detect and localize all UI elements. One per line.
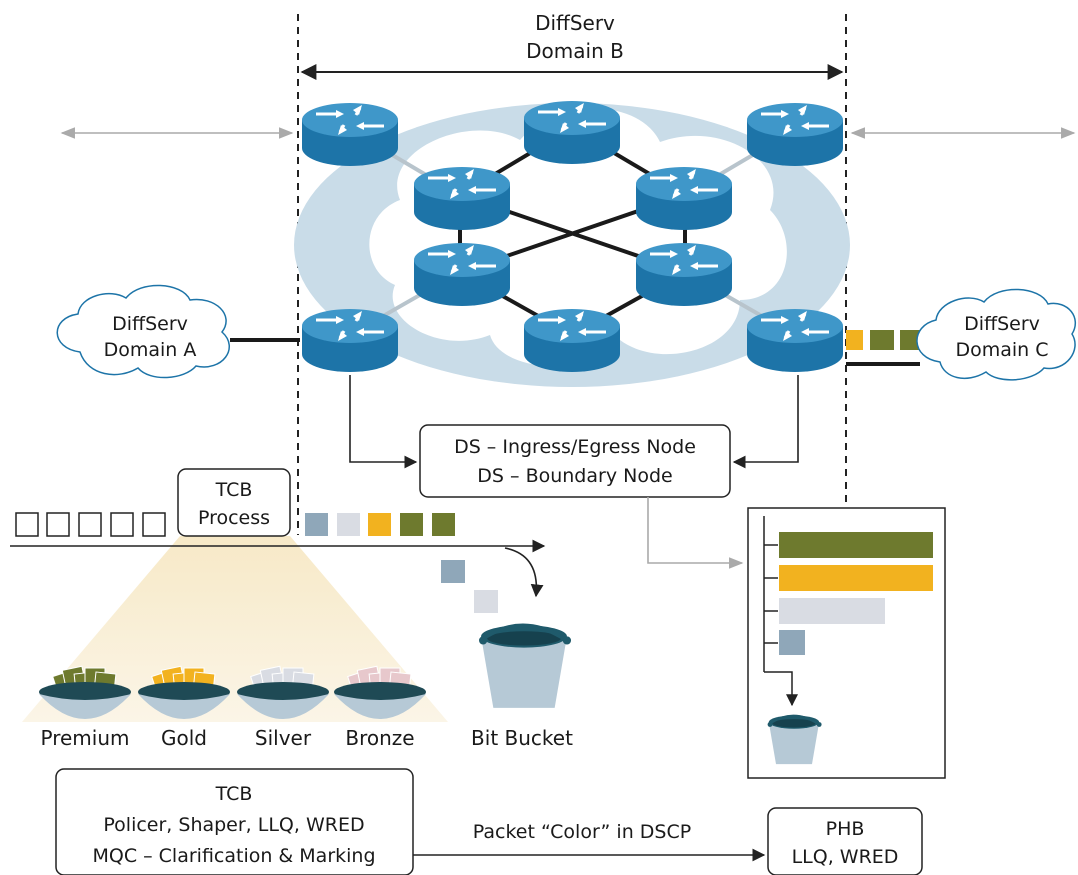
queue-drop-arrow (764, 671, 798, 707)
domain-c-label-line2: Domain C (955, 339, 1048, 361)
bin-rim (334, 682, 426, 702)
router-icon (300, 102, 400, 168)
domain-a-label-line2: Domain A (104, 339, 197, 361)
packet-gold (368, 513, 391, 536)
phb-box (767, 807, 923, 875)
packet-olive (432, 513, 455, 536)
packet-olive (400, 513, 423, 536)
domain-a-label-line1: DiffServ (112, 313, 188, 335)
queue-bar-bronze (779, 630, 805, 655)
packet-olive (900, 330, 920, 350)
bit-bucket-label: Bit Bucket (471, 726, 573, 750)
bin-gold: Gold (138, 665, 230, 750)
router-icon (412, 166, 512, 232)
router-icon (300, 308, 400, 374)
incoming-packets (15, 512, 166, 537)
node-box-line2: DS – Boundary Node (477, 465, 672, 487)
tcb-process-line2: Process (198, 507, 270, 529)
bin-bowl (39, 694, 131, 719)
packet-gold (846, 330, 863, 350)
bin-label: Bronze (345, 726, 414, 750)
bin-label: Gold (161, 726, 207, 750)
bin-rim (237, 682, 329, 702)
bin-bronze: Bronze (334, 665, 426, 750)
queue-bar-silver (779, 598, 885, 624)
queue-panel-connector (647, 497, 744, 569)
router-icon (634, 166, 734, 232)
tcb-desc-line2: Policer, Shaper, LLQ, WRED (103, 814, 364, 836)
queue-bar-premium (779, 532, 933, 558)
cloud-icon (916, 288, 1077, 381)
tcb-description-box (55, 768, 414, 875)
domain-b-title-line1: DiffServ (535, 11, 615, 35)
domain-c-label-line1: DiffServ (964, 313, 1040, 335)
bucket-icon (479, 625, 571, 708)
router-icon (745, 308, 845, 374)
packet-color-label: Packet “Color” in DSCP (473, 821, 691, 843)
domain-b-title-line2: Domain B (526, 39, 624, 63)
dropped-packet-silver (474, 590, 498, 613)
tcb-process-line1: TCB (215, 479, 253, 501)
router-icon (522, 100, 622, 166)
class-bins: Premium Gold Silver Bronze (39, 665, 426, 750)
bin-bowl (138, 694, 230, 719)
dropped-packet-slate (441, 560, 465, 583)
node-box-line1: DS – Ingress/Egress Node (454, 436, 696, 458)
router-icon (412, 242, 512, 308)
bin-premium: Premium (39, 665, 131, 750)
packet-olive (870, 330, 894, 350)
bin-label: Premium (41, 726, 130, 750)
node-type-box (419, 424, 731, 498)
ingress-connector-arrow (349, 375, 418, 469)
tcb-desc-line1: TCB (215, 783, 253, 805)
bin-rim (138, 682, 230, 702)
tcb-process-box (177, 468, 291, 537)
cloud-icon (56, 284, 230, 379)
bin-label: Silver (255, 726, 312, 750)
phb-line1: PHB (826, 818, 865, 840)
bin-bowl (334, 694, 426, 719)
packet-slate (305, 513, 328, 536)
router-icon (634, 242, 734, 308)
drop-arrow (504, 547, 544, 598)
phb-line2: LLQ, WRED (792, 846, 899, 868)
router-icon (745, 102, 845, 168)
egress-connector-arrow (732, 375, 799, 469)
packet-silver (337, 513, 360, 536)
bin-rim (39, 682, 131, 702)
router-icon (522, 308, 622, 374)
bin-bowl (237, 694, 329, 719)
tcb-process-beam (22, 536, 448, 722)
bin-silver: Silver (237, 665, 329, 750)
queue-bar-gold (779, 565, 933, 591)
tcb-desc-line3: MQC – Clarification & Marking (92, 845, 375, 867)
